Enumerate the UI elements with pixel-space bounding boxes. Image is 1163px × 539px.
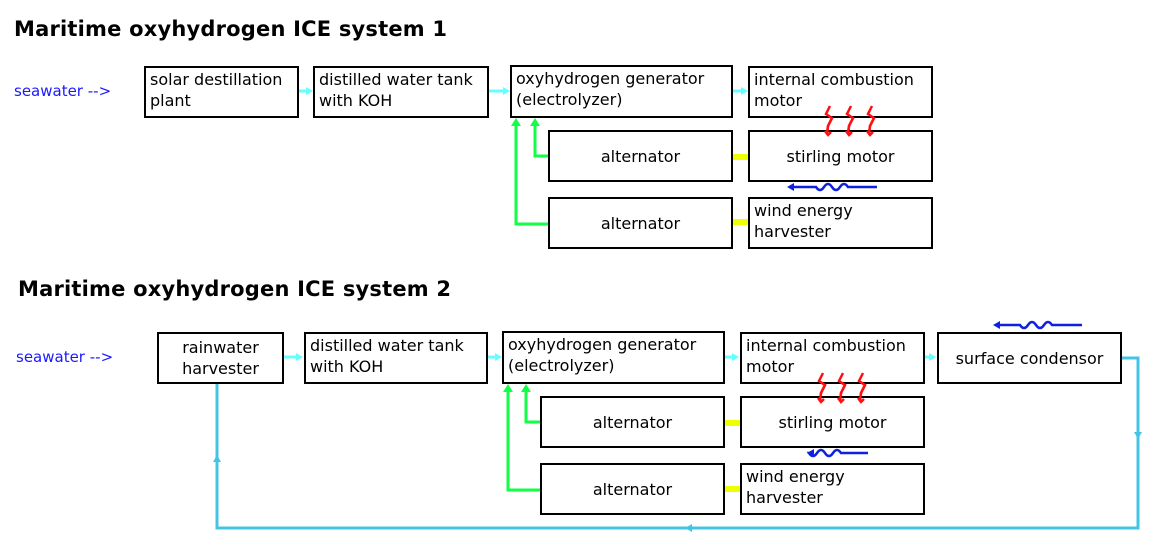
electric-line-alt1-to-generator <box>533 124 549 158</box>
alternator-label: alternator <box>600 146 681 166</box>
mechanical-links-1 <box>732 154 749 225</box>
box-alternator-2-2: alternator <box>540 463 725 515</box>
box-distilled-water-tank: distilled water tank with KOH <box>313 66 489 118</box>
box-stirling-motor: stirling motor <box>748 130 933 182</box>
alternator-label: alternator <box>592 479 673 499</box>
electric-line-alt2-to-generator-2 <box>506 390 541 492</box>
system1-title: Maritime oxyhydrogen ICE system 1 <box>14 17 448 41</box>
box-alternator-1: alternator <box>548 130 733 182</box>
box-wind-energy-harvester-2: wind energy harvester <box>740 463 925 515</box>
cooling-icon-1 <box>787 182 877 192</box>
electric-lines-1 <box>511 118 549 226</box>
box-stirling-motor-2: stirling motor <box>740 396 925 448</box>
cooling-icon-condensor <box>993 320 1082 330</box>
alternator-label: alternator <box>592 412 673 432</box>
system2-seawater-label: seawater --> <box>16 348 114 366</box>
mechanical-links-2 <box>724 420 741 492</box>
box-wind-energy-harvester: wind energy harvester <box>748 197 933 249</box>
electric-lines-2 <box>503 384 541 492</box>
stirling-label: stirling motor <box>778 412 887 432</box>
stirling-label: stirling motor <box>786 146 895 166</box>
box-distilled-water-tank-2: distilled water tank with KOH <box>304 332 488 384</box>
electric-line-alt1-to-generator-2 <box>524 390 541 424</box>
rainwater-label: rainwater harvester <box>182 338 259 378</box>
condensor-label: surface condensor <box>955 348 1104 368</box>
box-alternator-2-1: alternator <box>540 396 725 448</box>
system1-seawater-label: seawater --> <box>14 82 112 100</box>
box-surface-condensor: surface condensor <box>937 332 1122 384</box>
electric-line-alt2-to-generator <box>514 124 549 226</box>
system2-title: Maritime oxyhydrogen ICE system 2 <box>18 277 452 301</box>
box-rainwater-harvester: rainwater harvester <box>157 332 284 384</box>
box-internal-combustion-motor: internal combustion motor <box>748 66 933 118</box>
box-solar-destillation-plant: solar destillation plant <box>144 66 299 118</box>
box-oxyhydrogen-generator-2: oxyhydrogen generator (electrolyzer) <box>502 331 725 384</box>
box-alternator-2: alternator <box>548 197 733 249</box>
cooling-icon-2 <box>806 448 868 458</box>
box-internal-combustion-motor-2: internal combustion motor <box>740 332 925 384</box>
box-oxyhydrogen-generator: oxyhydrogen generator (electrolyzer) <box>510 65 733 118</box>
alternator-label: alternator <box>600 213 681 233</box>
